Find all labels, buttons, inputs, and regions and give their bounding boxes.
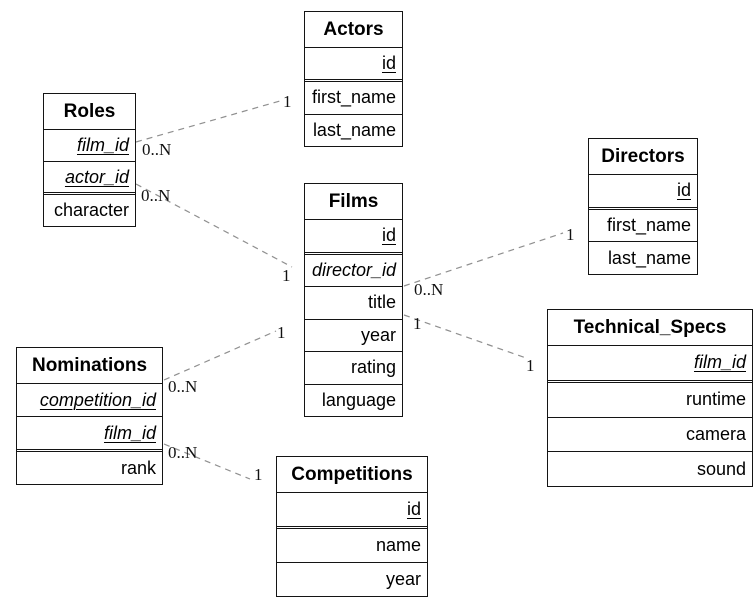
entity-roles-field-actor-id: actor_id xyxy=(44,160,135,193)
entity-actors[interactable]: Actors id first_name last_name xyxy=(304,11,403,147)
entity-nominations-field-film-id: film_id xyxy=(17,416,162,449)
relation-line-roles-actors xyxy=(135,100,281,143)
entity-directors-field-id: id xyxy=(676,180,691,201)
cardinality-roles-actors-many: 0..N xyxy=(142,140,172,159)
entity-directors[interactable]: Directors id first_name last_name xyxy=(588,138,698,275)
entity-nominations-title: Nominations xyxy=(17,348,162,384)
entity-directors-field-first-name: first_name xyxy=(589,206,697,242)
entity-films-field-id: id xyxy=(381,225,396,246)
entity-actors-field-last-name: last_name xyxy=(305,113,402,146)
entity-competitions-field-id: id xyxy=(406,499,421,519)
cardinality-nominations-films-one: 1 xyxy=(277,323,286,342)
entity-actors-title: Actors xyxy=(305,12,402,48)
entity-films-field-director-id: director_id xyxy=(305,251,402,287)
entity-films-field-language: language xyxy=(305,383,402,417)
entity-films-field-rating: rating xyxy=(305,351,402,384)
entity-roles[interactable]: Roles film_id actor_id character xyxy=(43,93,136,227)
cardinality-films-directors-one: 1 xyxy=(566,225,575,244)
entity-films-title: Films xyxy=(305,184,402,220)
entity-nominations[interactable]: Nominations competition_id film_id rank xyxy=(16,347,163,485)
entity-technical-specs-field-runtime: runtime xyxy=(548,379,752,417)
entity-nominations-field-competition-id: competition_id xyxy=(39,389,156,410)
entity-directors-field-last-name: last_name xyxy=(589,241,697,274)
cardinality-nominations-competitions-many: 0..N xyxy=(168,443,198,462)
cardinality-nominations-films-many: 0..N xyxy=(168,377,198,396)
entity-competitions[interactable]: Competitions id name year xyxy=(276,456,428,597)
relation-line-nominations-films xyxy=(163,330,277,381)
entity-technical-specs-field-sound: sound xyxy=(548,451,752,486)
entity-directors-title: Directors xyxy=(589,139,697,175)
cardinality-roles-films-one: 1 xyxy=(282,266,291,285)
entity-actors-field-first-name: first_name xyxy=(305,79,402,113)
entity-technical-specs-field-camera: camera xyxy=(548,416,752,452)
entity-actors-field-id: id xyxy=(381,53,396,74)
relation-line-films-directors xyxy=(403,232,564,287)
entity-technical-specs-title: Technical_Specs xyxy=(548,310,752,346)
cardinality-films-technical-specs-one-right: 1 xyxy=(526,356,535,375)
entity-roles-field-character: character xyxy=(44,192,135,226)
entity-competitions-field-name: name xyxy=(277,526,427,562)
cardinality-roles-films-many: 0..N xyxy=(141,186,171,205)
entity-competitions-title: Competitions xyxy=(277,457,427,493)
entity-technical-specs-field-film-id: film_id xyxy=(693,352,746,373)
entity-technical-specs[interactable]: Technical_Specs film_id runtime camera s… xyxy=(547,309,753,487)
cardinality-nominations-competitions-one: 1 xyxy=(254,465,263,484)
cardinality-films-technical-specs-one-left: 1 xyxy=(413,314,422,333)
entity-films[interactable]: Films id director_id title year rating l… xyxy=(304,183,403,417)
entity-films-field-title: title xyxy=(305,286,402,319)
entity-nominations-field-rank: rank xyxy=(17,449,162,484)
entity-films-field-year: year xyxy=(305,318,402,352)
cardinality-roles-actors-one: 1 xyxy=(283,92,292,111)
cardinality-films-directors-many: 0..N xyxy=(414,280,444,299)
entity-roles-field-film-id: film_id xyxy=(76,134,129,155)
entity-competitions-field-year: year xyxy=(277,562,427,596)
entity-roles-title: Roles xyxy=(44,94,135,130)
relation-line-films-technical-specs xyxy=(403,314,527,359)
